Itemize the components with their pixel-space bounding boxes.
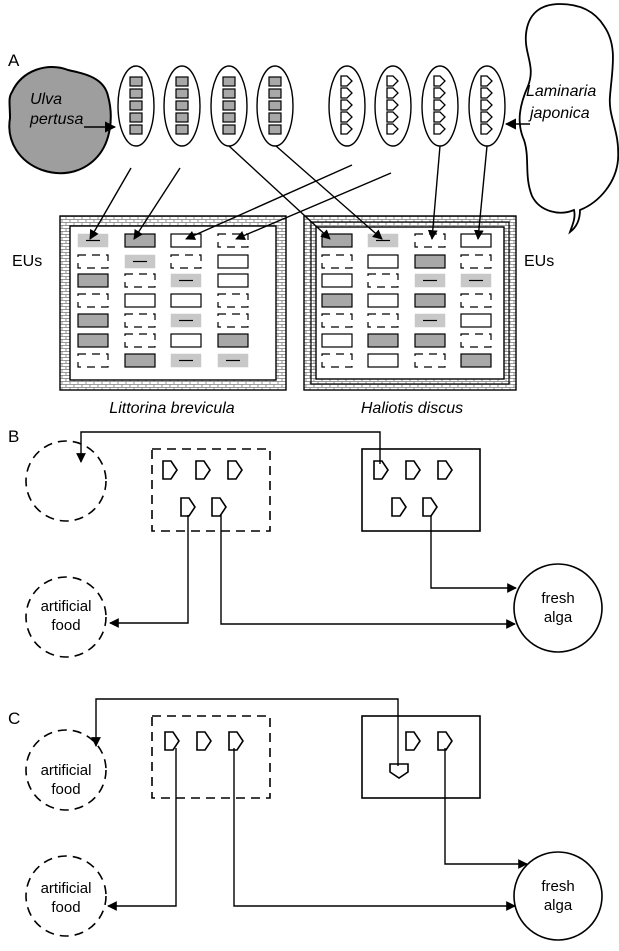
experimental-unit bbox=[415, 255, 445, 268]
ulva-piece bbox=[176, 125, 188, 134]
experimental-unit bbox=[78, 334, 108, 347]
ulva-piece bbox=[176, 113, 188, 122]
panel-a: A Ulva pertusa Laminaria japonica bbox=[8, 4, 618, 417]
ulva-piece bbox=[176, 101, 188, 110]
experimental-unit bbox=[218, 274, 248, 287]
ulva-piece bbox=[176, 89, 188, 98]
ulva-piece bbox=[223, 89, 235, 98]
ulva-piece bbox=[130, 101, 142, 110]
littorina-label: Littorina brevicula bbox=[109, 400, 235, 417]
experimental-unit bbox=[461, 354, 491, 367]
ulva-piece bbox=[130, 125, 142, 134]
experimental-unit bbox=[125, 354, 155, 367]
ulva-piece bbox=[223, 77, 235, 86]
experimental-unit bbox=[322, 294, 352, 307]
laminaria-label-line1: Laminaria bbox=[526, 83, 596, 100]
experimental-unit bbox=[368, 294, 398, 307]
laminaria-label-line2: japonica bbox=[528, 105, 590, 122]
tank-littorina bbox=[60, 216, 286, 390]
fresh-alga-c bbox=[514, 852, 602, 940]
pieces-solid-box-b bbox=[374, 461, 452, 516]
solid-box-c bbox=[362, 716, 480, 798]
experimental-unit bbox=[171, 294, 201, 307]
ulva-piece bbox=[269, 101, 281, 110]
ulva-piece bbox=[130, 89, 142, 98]
experimental-unit bbox=[218, 255, 248, 268]
ulva-piece bbox=[269, 89, 281, 98]
panel-b-letter: B bbox=[8, 427, 19, 446]
fresh-alga-b-line2: alga bbox=[544, 609, 573, 626]
ulva-piece bbox=[269, 113, 281, 122]
experimental-unit bbox=[125, 294, 155, 307]
ovals-ulva bbox=[118, 66, 293, 146]
experimental-unit bbox=[171, 234, 201, 247]
panel-a-letter: A bbox=[8, 51, 20, 70]
fresh-alga-c-line1: fresh bbox=[541, 878, 574, 895]
experimental-unit bbox=[171, 334, 201, 347]
fresh-alga-b-line1: fresh bbox=[541, 590, 574, 607]
ulva-piece bbox=[223, 113, 235, 122]
panel-c-letter: C bbox=[8, 709, 20, 728]
experimental-unit bbox=[461, 234, 491, 247]
panel-c-arrows bbox=[96, 699, 527, 906]
ulva-piece bbox=[130, 77, 142, 86]
artificial-food-b-line2: food bbox=[51, 617, 80, 634]
panel-b-arrows bbox=[81, 432, 516, 624]
fresh-alga-c-line2: alga bbox=[544, 897, 573, 914]
ulva-piece bbox=[223, 125, 235, 134]
experimental-unit bbox=[78, 274, 108, 287]
experimental-unit bbox=[415, 294, 445, 307]
dashed-box-c bbox=[152, 716, 270, 798]
experimental-unit bbox=[415, 334, 445, 347]
ulva-piece bbox=[269, 77, 281, 86]
haliotis-label: Haliotis discus bbox=[361, 400, 463, 417]
panel-c: C artificial food artificial food fresh … bbox=[8, 699, 602, 940]
pieces-dashed-box-b bbox=[163, 461, 242, 516]
ulva-piece bbox=[176, 77, 188, 86]
ulva-label-line2: pertusa bbox=[29, 111, 83, 128]
experimental-unit bbox=[368, 354, 398, 367]
ulva-label-line1: Ulva bbox=[30, 91, 62, 108]
fresh-alga-b bbox=[514, 564, 602, 652]
panel-b: B artificial food fresh alga bbox=[8, 427, 602, 657]
pieces-solid-box-c bbox=[390, 732, 452, 778]
ulva-piece bbox=[269, 125, 281, 134]
experimental-unit bbox=[125, 234, 155, 247]
artificial-food-b-line1: artificial bbox=[41, 598, 92, 615]
ulva-piece bbox=[130, 113, 142, 122]
artificial-food-c-bottom-line1: artificial bbox=[41, 880, 92, 897]
experimental-unit bbox=[461, 314, 491, 327]
ulva-piece bbox=[223, 101, 235, 110]
pieces-dashed-box-c bbox=[165, 732, 243, 750]
eus-label-left: EUs bbox=[12, 253, 42, 270]
experimental-unit bbox=[368, 334, 398, 347]
ovals-laminaria bbox=[329, 66, 505, 146]
artificial-food-c-top-line2: food bbox=[51, 781, 80, 798]
experimental-unit bbox=[322, 334, 352, 347]
experimental-unit bbox=[368, 255, 398, 268]
artificial-food-c-top-line1: artificial bbox=[41, 762, 92, 779]
experimental-unit bbox=[218, 334, 248, 347]
eus-label-right: EUs bbox=[524, 253, 554, 270]
experimental-unit bbox=[322, 274, 352, 287]
artificial-food-c-bottom-line2: food bbox=[51, 899, 80, 916]
empty-dashed-container-b bbox=[26, 441, 106, 521]
experimental-unit bbox=[78, 314, 108, 327]
tank-haliotis bbox=[304, 216, 516, 390]
